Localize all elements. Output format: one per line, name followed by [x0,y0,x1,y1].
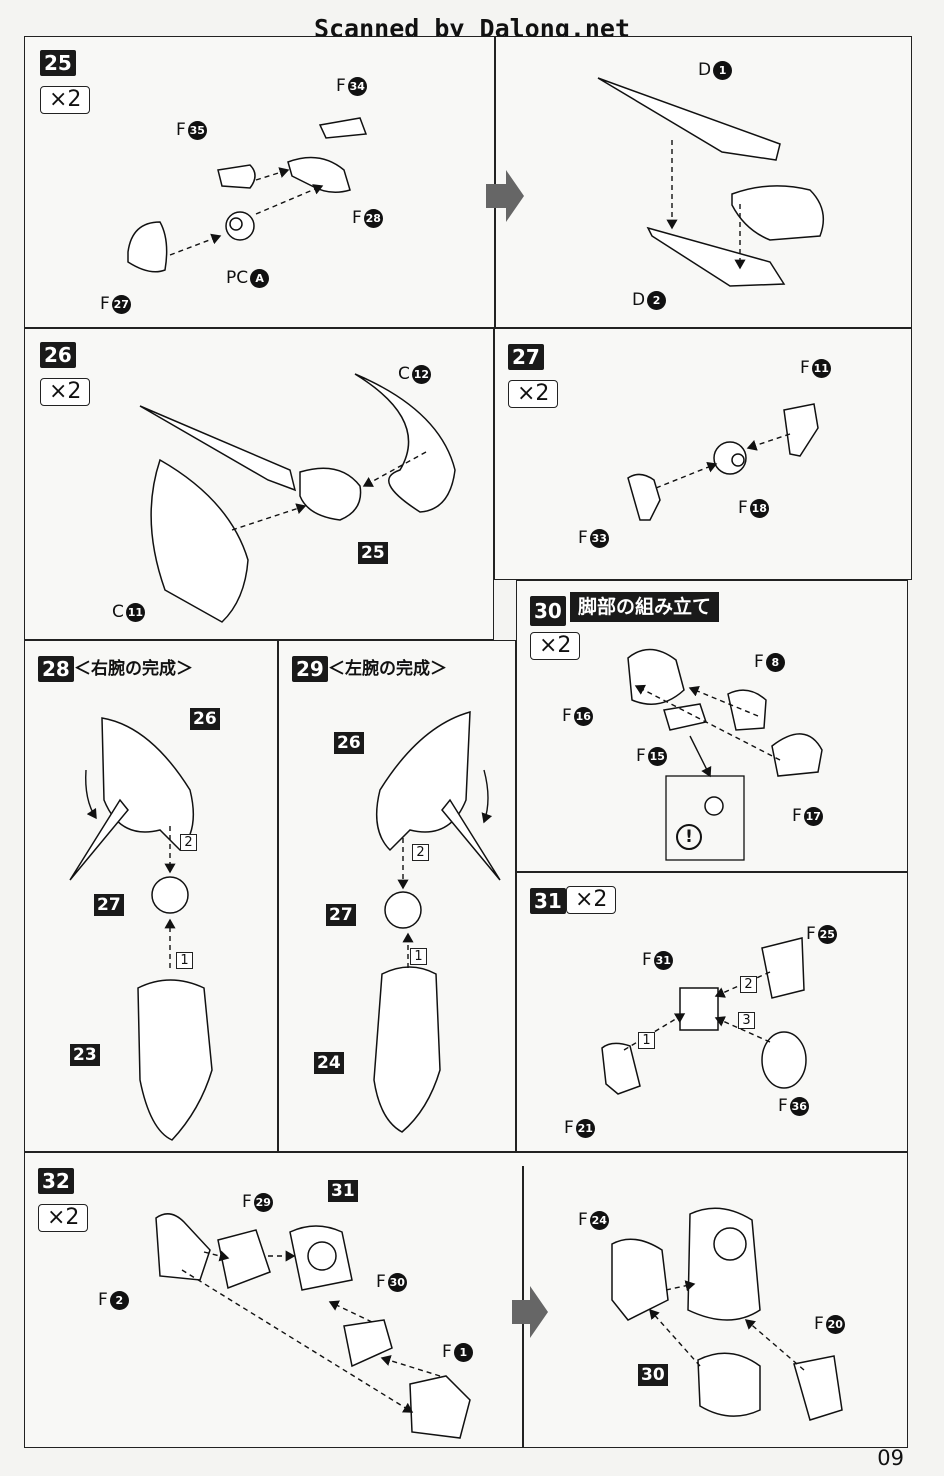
step-27-quantity: ×2 [508,380,559,408]
step-32-number: 32 [38,1168,74,1194]
step-31-quantity: ×2 [566,886,617,914]
ref-23: 23 [70,1044,100,1066]
step-30-title: 脚部の組み立て [570,592,720,622]
warning-icon: ! [676,824,702,850]
ref-31: 31 [328,1180,358,1202]
order-2-s31: 2 [740,976,757,993]
order-3-s31: 3 [738,1012,755,1029]
step-30-number: 30 [530,596,566,626]
ref-30: 30 [638,1364,668,1386]
step-25-number: 25 [40,50,76,76]
step-26-number: 26 [40,342,76,368]
step-29-title: ＜左腕の完成＞ [328,659,447,679]
step-26-quantity: ×2 [40,378,91,406]
ref-26-left: 26 [334,732,364,754]
step-28-title: ＜右腕の完成＞ [74,659,193,679]
order-1-s31: 1 [638,1032,655,1049]
ref-27-left: 27 [326,904,356,926]
step-29-number: 29 [292,656,328,682]
step-28-number: 28 [38,656,74,682]
ref-26-right: 26 [190,708,220,730]
step-25-quantity: ×2 [40,86,91,114]
ref-27-right: 27 [94,894,124,916]
step-31-number: 31 [530,888,566,914]
step-30-quantity: ×2 [530,632,581,660]
step-25-divider [494,36,496,328]
ref-24: 24 [314,1052,344,1074]
page-number: 09 [877,1446,904,1470]
order-1-left: 1 [410,948,427,965]
order-1-right: 1 [176,952,193,969]
step-27-number: 27 [508,344,544,370]
step-27-panel [494,328,912,580]
step-32-quantity: ×2 [38,1204,89,1232]
step-30-panel [516,580,908,872]
order-2-right: 2 [180,834,197,851]
ref-step-25: 25 [358,542,388,564]
order-2-left: 2 [412,844,429,861]
